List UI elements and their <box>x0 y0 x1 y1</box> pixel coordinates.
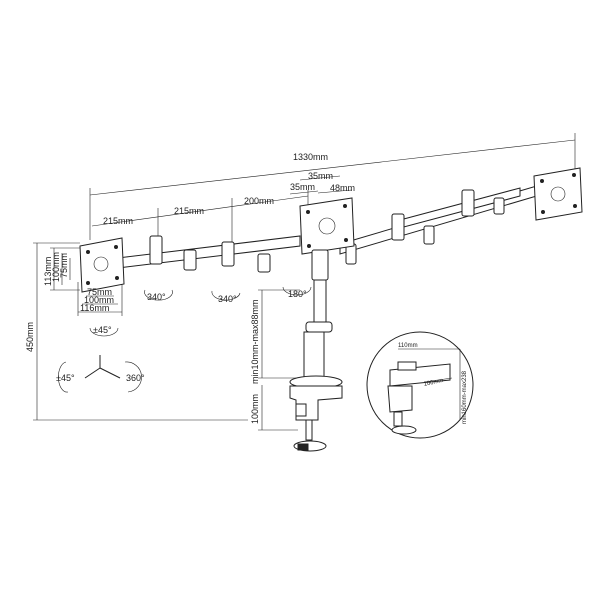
label-arm-d: 35mm <box>308 171 333 181</box>
label-vesa-75: 75mm <box>87 287 112 297</box>
label-left-joint-rotation: 340° <box>147 292 166 302</box>
dimension-lines <box>33 133 576 431</box>
label-arm-b: 215mm <box>174 206 204 216</box>
label-mid-joint-rotation: 340° <box>218 294 237 304</box>
label-pole-adjust: min10mm-max88mm <box>250 299 260 384</box>
label-vesa-100: 100mm <box>84 295 114 305</box>
label-arm-f: 48mm <box>330 183 355 193</box>
arm-bars <box>117 184 541 273</box>
pole-and-clamp <box>289 249 343 452</box>
label-tilt-up: ±45° <box>93 325 112 335</box>
label-clamp-depth: 100mm <box>423 378 444 388</box>
label-overall-width: 1330mm <box>293 152 328 162</box>
label-vesa-116: 116mm <box>80 303 109 313</box>
label-rotate: 360° <box>126 373 145 383</box>
rotation-arrows <box>58 286 312 393</box>
left-vesa-plate <box>79 237 125 293</box>
label-vesa-113: 113mm <box>43 257 53 286</box>
label-vesa-100-vertical: 100mm <box>51 252 61 282</box>
label-height-total: 450mm <box>25 322 35 352</box>
label-clamp-height: 100mm <box>250 394 260 424</box>
label-center-joint-rotation: 180° <box>288 289 307 299</box>
right-vesa-plate <box>533 167 583 221</box>
label-tilt-side: ±45° <box>56 373 75 383</box>
label-vesa-75-vertical: 75mm <box>59 253 69 278</box>
center-vesa-plate <box>299 197 355 255</box>
label-clamp-width: 110mm <box>398 343 418 349</box>
clamp-inset: 110mm 100mm min160mm-max238 <box>366 331 474 439</box>
dimension-labels: 1330mm 215mm 215mm 200mm 35mm 35mm 48mm … <box>25 152 355 424</box>
rotation-labels: 340° 340° 180° ±45° ±45° 360° <box>56 289 307 383</box>
label-arm-a: 215mm <box>103 216 133 226</box>
label-arm-c: 200mm <box>244 196 274 206</box>
label-arm-e: 35mm <box>290 182 315 192</box>
label-desk-thickness: min160mm-max238 <box>462 370 468 424</box>
